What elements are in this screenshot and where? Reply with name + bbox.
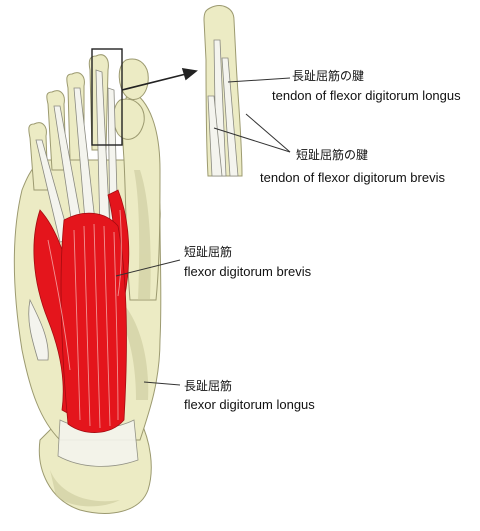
fdl-muscle-label-ja: 長趾屈筋: [184, 379, 233, 393]
fdl-tendon-label-en: tendon of flexor digitorum longus: [272, 88, 461, 103]
leader-lines: [115, 77, 291, 386]
muscle-fibers: [47, 209, 122, 429]
zoom-arrow: [121, 68, 198, 91]
fdb-tendon-label-en: tendon of flexor digitorum brevis: [260, 170, 445, 185]
fdb-muscle-label-en: flexor digitorum brevis: [184, 264, 312, 279]
flexor-digitorum-brevis-muscle: [60, 212, 127, 433]
inset-toe-detail: [203, 5, 243, 177]
zoom-callout-box: [91, 48, 123, 146]
fdl-tendon-label-ja: 長趾屈筋の腱: [292, 69, 365, 83]
tendons: [28, 69, 139, 467]
fdl-muscle-label-en: flexor digitorum longus: [184, 397, 315, 412]
fdb-tendon-label-ja: 短趾屈筋の腱: [296, 148, 369, 162]
fdb-muscle-label-ja: 短趾屈筋: [184, 245, 233, 259]
